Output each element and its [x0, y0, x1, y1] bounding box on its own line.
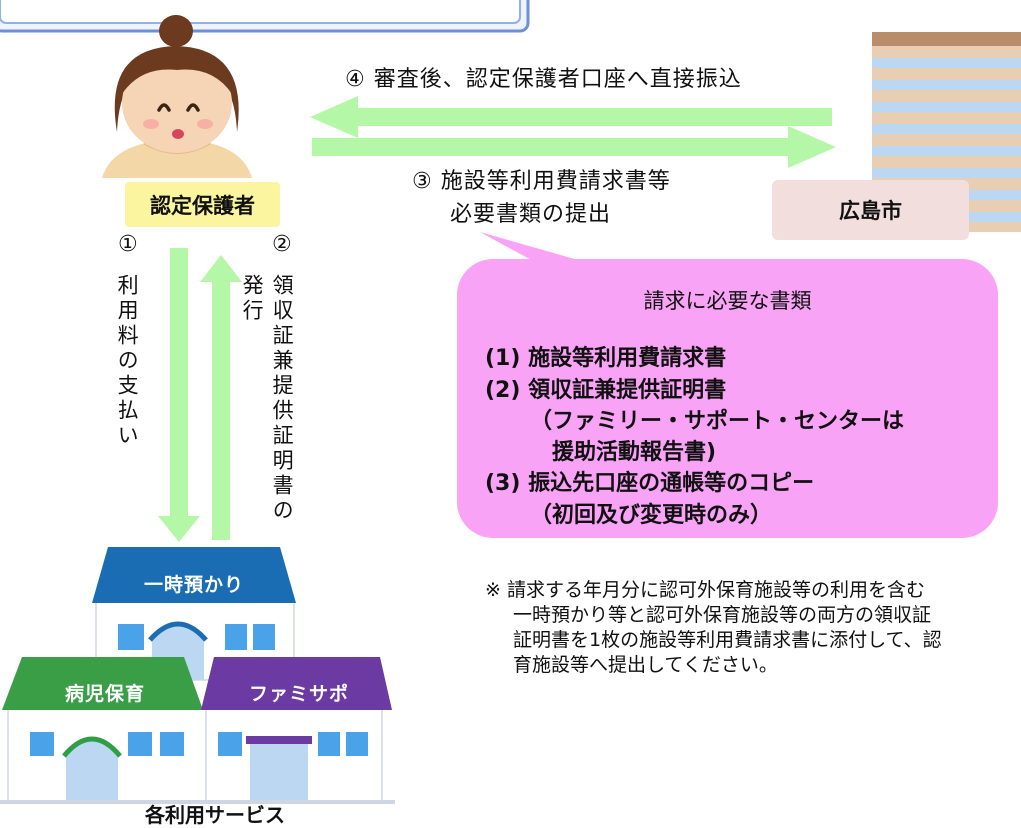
documents-title: 請求に必要な書類: [643, 289, 812, 313]
guardian-icon: [102, 15, 252, 178]
documents-item-2: (2) 領収証兼提供証明書: [485, 378, 727, 403]
guardian-label: 認定保護者: [150, 193, 255, 218]
facilities-illustration: [0, 547, 395, 804]
services-caption: 各利用サービス: [145, 802, 285, 827]
step2-number: ②: [272, 232, 292, 257]
arrow-step1-down: [158, 248, 200, 542]
tag-sick-child-care: 病児保育: [64, 682, 145, 705]
tag-temporary-care: 一時預かり: [143, 573, 244, 596]
step1-label: 利用料の支払い: [115, 274, 140, 449]
documents-item-2-note-b: 援助活動報告書): [552, 440, 717, 465]
documents-item-3: (3) 振込先口座の通帳等のコピー: [485, 471, 815, 496]
documents-title-wrap: 請求に必要な書類: [457, 285, 998, 315]
documents-item-1: (1) 施設等利用費請求書: [485, 346, 727, 371]
documents-item-2-note-a: （ファミリー・サポート・センターは: [530, 409, 905, 434]
step3-label-line1: ③ 施設等利用費請求書等: [412, 169, 671, 194]
arrow-step4-left: [310, 96, 832, 138]
note-line-4: 育施設等へ提出してください。: [513, 654, 778, 677]
step1-number: ①: [118, 232, 138, 257]
step2-label-col1: 領収証兼提供証明書の: [270, 274, 295, 524]
note-line-1: ※ 請求する年月分に認可外保育施設等の利用を含む: [485, 579, 925, 601]
guardian-label-bg: [125, 182, 280, 227]
city-label: 広島市: [839, 199, 902, 223]
note-block: ※ 請求する年月分に認可外保育施設等の利用を含む 一時預かり等と認可外保育施設等…: [485, 578, 1021, 678]
arrow-step3-right: [312, 126, 836, 168]
documents-callout: [457, 232, 998, 538]
step3-label-line2: 必要書類の提出: [450, 202, 612, 227]
step2-label-col2: 発行: [240, 274, 265, 324]
top-banner: [0, 0, 530, 33]
documents-item-3-note: （初回及び変更時のみ）: [530, 503, 773, 528]
note-line-3: 証明書を1枚の施設等利用費請求書に添付して、認: [513, 629, 942, 652]
arrow-step2-up: [200, 255, 242, 540]
city-label-bg: [772, 180, 969, 240]
note-line-2: 一時預かり等と認可外保育施設等の両方の領収証: [513, 604, 932, 627]
tag-family-support: ファミサポ: [248, 682, 349, 705]
step4-label: ④ 審査後、認定保護者口座へ直接振込: [345, 67, 742, 92]
